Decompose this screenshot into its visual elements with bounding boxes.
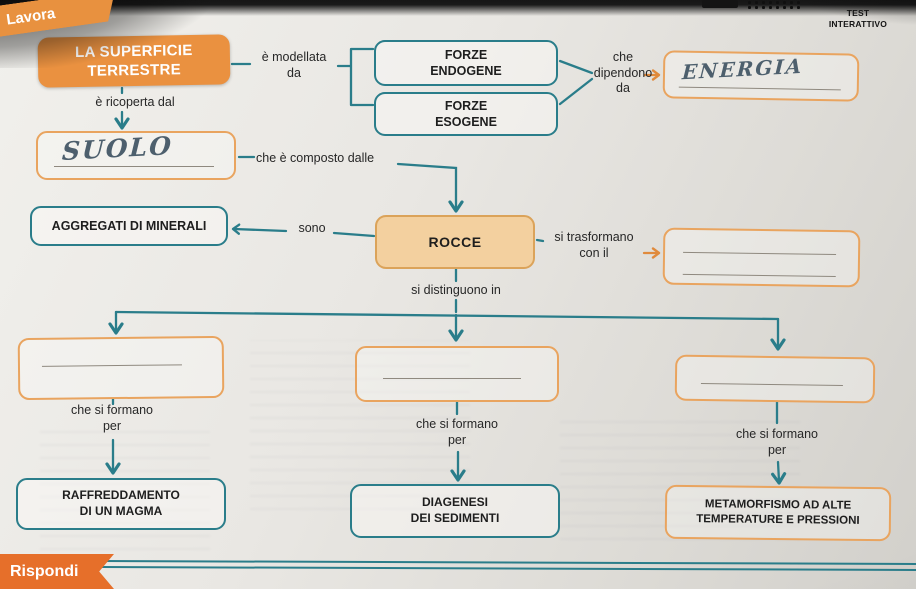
trasformano-blank-box <box>662 227 861 288</box>
blank-line <box>54 166 214 167</box>
test-badge-line2: INTERATTIVO <box>828 19 888 30</box>
forze-esogene-label: FORZE ESOGENE <box>435 98 497 129</box>
arrow-composto-to-rocce <box>396 162 464 213</box>
label-trasformano: si trasformano con il <box>554 230 634 260</box>
stubs-under-blank-boxes <box>111 397 779 425</box>
blank-line <box>700 382 843 386</box>
diagenesi-label: DIAGENESI DEI SEDIMENTI <box>410 495 500 525</box>
aggregati-box: AGGREGATI DI MINERALI <box>30 206 228 246</box>
blank-line <box>682 273 836 278</box>
footer-double-rule <box>101 560 916 571</box>
suolo-blank-box <box>36 131 236 180</box>
menu-bar-icon <box>702 0 738 8</box>
label-dipendono: che dipendono da <box>593 50 653 96</box>
blank-line <box>41 364 182 367</box>
rispondi-ribbon: Rispondi <box>0 554 114 589</box>
arrow-sono-to-aggregati <box>231 223 288 235</box>
rock-type-blank-box-left <box>17 335 225 401</box>
fork-to-forze-boxes <box>336 47 375 107</box>
label-modellata: è modellata da <box>261 50 327 80</box>
forze-endogene-label: FORZE ENDOGENE <box>430 47 502 78</box>
aggregati-label: AGGREGATI DI MINERALI <box>51 218 207 233</box>
line-rocce-to-sono <box>332 231 376 238</box>
label-formano-left: che si formano per <box>71 403 153 433</box>
label-ricoperta: è ricoperta dal <box>95 95 175 109</box>
blank-line <box>678 86 841 91</box>
forze-endogene-box: FORZE ENDOGENE <box>374 40 558 86</box>
fork-from-forze-boxes <box>558 59 594 106</box>
handwritten-suolo: SUOLO <box>61 131 174 166</box>
dots-icon <box>746 0 800 9</box>
map-title: LA SUPERFICIE TERRESTRE <box>74 41 193 80</box>
metamorfismo-label: METAMORFISMO AD ALTE TEMPERATURE E PRESS… <box>696 498 860 527</box>
ghost-print <box>560 420 800 540</box>
rock-type-blank-box-mid <box>355 346 559 402</box>
label-formano-right: che si formano per <box>736 427 818 457</box>
blank-line <box>383 378 521 379</box>
label-sono: sono <box>298 221 326 235</box>
raffreddamento-box: RAFFREDDAMENTO DI UN MAGMA <box>16 478 226 530</box>
raffreddamento-label: RAFFREDDAMENTO DI UN MAGMA <box>62 488 180 518</box>
label-distinguono: si distinguono in <box>411 283 501 297</box>
test-badge-line1: TEST <box>846 8 870 18</box>
arrow-to-metamorfismo <box>771 460 787 485</box>
rocce-label: ROCCE <box>428 233 482 250</box>
diagenesi-box: DIAGENESI DEI SEDIMENTI <box>350 484 560 538</box>
line-rocce-to-trasformano <box>535 238 545 243</box>
metamorfismo-box: METAMORFISMO AD ALTE TEMPERATURE E PRESS… <box>664 484 892 542</box>
label-formano-mid: che si formano per <box>416 417 498 447</box>
forze-esogene-box: FORZE ESOGENE <box>374 92 558 136</box>
rocce-box: ROCCE <box>375 215 535 269</box>
splitter-line <box>114 310 780 321</box>
blank-line <box>683 251 837 256</box>
label-composto: che è composto dalle <box>256 151 375 165</box>
title-box: LA SUPERFICIE TERRESTRE <box>37 34 231 88</box>
photo-top-edge <box>0 0 916 16</box>
ghost-print <box>250 340 470 510</box>
test-interattivo-badge: TEST INTERATTIVO <box>816 8 900 31</box>
rock-type-blank-box-right <box>674 354 876 404</box>
